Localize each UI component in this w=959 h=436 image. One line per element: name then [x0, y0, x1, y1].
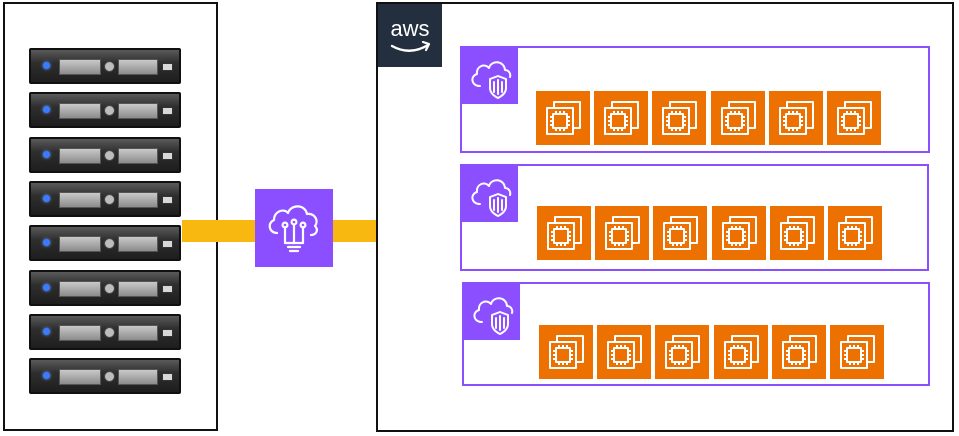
ec2-instance-icon: [537, 206, 591, 260]
aws-smile-icon: [390, 40, 431, 52]
rack-server-icon: [29, 358, 181, 395]
ec2-instance-icon: [771, 325, 826, 379]
ec2-instance-icon: [597, 325, 652, 379]
ec2-instance-icon: [769, 206, 824, 260]
aws-logo-text: aws: [390, 16, 430, 41]
ec2-instance-icon: [594, 91, 649, 145]
vpc-cloud-shield-icon: [460, 46, 518, 104]
ec2-instance-icon: [655, 325, 710, 379]
rack-server-icon: [29, 225, 181, 262]
ec2-instance-icon: [828, 206, 882, 260]
ec2-instance-icon: [710, 91, 765, 145]
vpc-cloud-shield-icon: [462, 282, 520, 340]
rack-server-icon: [29, 180, 181, 217]
rack-server-icon: [29, 48, 181, 84]
ec2-instance-icon: [653, 206, 708, 260]
migration-arrow-shaft-left: [182, 220, 256, 242]
ec2-instance-icon: [539, 325, 593, 379]
ec2-instance-icon: [536, 91, 590, 145]
cloud-migration-icon: [255, 189, 333, 267]
ec2-instance-icon: [711, 206, 766, 260]
vpc-cloud-shield-icon: [460, 164, 518, 222]
ec2-instance-icon: [713, 325, 768, 379]
rack-server-icon: [29, 92, 181, 129]
ec2-instance-icon: [827, 91, 881, 145]
rack-server-icon: [29, 269, 181, 306]
aws-logo: aws: [378, 4, 442, 67]
rack-server-icon: [29, 313, 181, 350]
ec2-instance-icon: [652, 91, 707, 145]
ec2-instance-icon: [595, 206, 650, 260]
rack-server-icon: [29, 136, 181, 173]
ec2-instance-icon: [830, 325, 884, 379]
ec2-instance-icon: [768, 91, 823, 145]
